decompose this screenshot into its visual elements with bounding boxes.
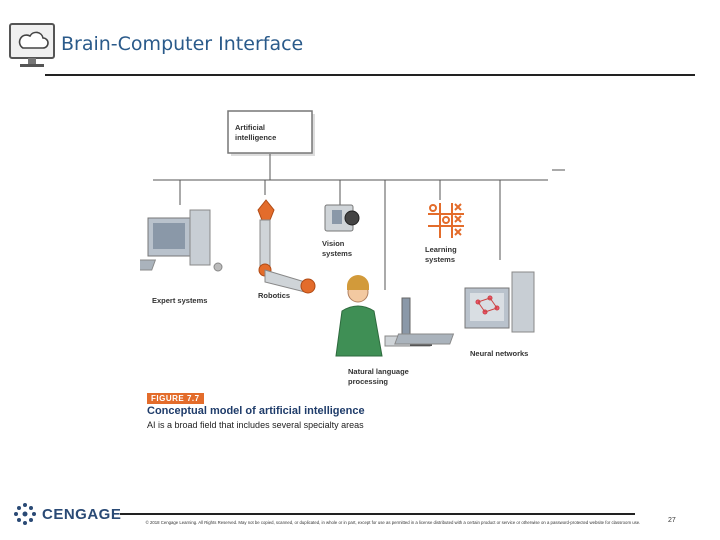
figure-tag: FIGURE 7.7	[147, 393, 204, 404]
ai-conceptual-diagram: Artificial intelligence Expert systems	[96, 110, 570, 440]
root-label-line2: intelligence	[235, 133, 276, 142]
page-number: 27	[668, 517, 676, 524]
logo-text: CENGAGE	[42, 505, 122, 523]
tic-tac-toe-icon	[428, 203, 464, 238]
expert-systems-label: Expert systems	[152, 296, 207, 305]
robotics-label: Robotics	[258, 291, 290, 300]
cengage-dots-icon	[14, 503, 36, 525]
copyright-notice: © 2018 Cengage Learning. All Rights Rese…	[145, 520, 641, 525]
nlp-label-line1: Natural language	[348, 367, 409, 376]
learning-label-line1: Learning	[425, 245, 457, 254]
neural-networks-label: Neural networks	[470, 349, 528, 358]
cloud-monitor-icon	[8, 22, 58, 70]
nlp-label-line2: processing	[348, 377, 388, 386]
page-title: Brain-Computer Interface	[61, 33, 304, 55]
expert-systems-computer-icon	[96, 209, 223, 272]
cengage-logo: CENGAGE	[12, 502, 121, 526]
title-divider	[45, 74, 695, 76]
learning-label-line2: systems	[425, 255, 455, 264]
robotics-arm-icon	[257, 199, 316, 294]
vision-label-line1: Vision	[322, 239, 345, 248]
figure-caption-subtitle: AI is a broad field that includes severa…	[147, 420, 364, 430]
figure-caption-title: Conceptual model of artificial intellige…	[147, 405, 365, 417]
root-label-line1: Artificial	[235, 123, 265, 132]
vision-label-line2: systems	[322, 249, 352, 258]
neural-network-computer-icon	[394, 271, 535, 345]
vision-camera-icon	[324, 204, 360, 232]
connector-lines	[153, 154, 565, 290]
ai-root-box: Artificial intelligence	[227, 110, 315, 156]
person-at-computer-icon	[335, 275, 432, 357]
footer-divider	[120, 513, 635, 515]
